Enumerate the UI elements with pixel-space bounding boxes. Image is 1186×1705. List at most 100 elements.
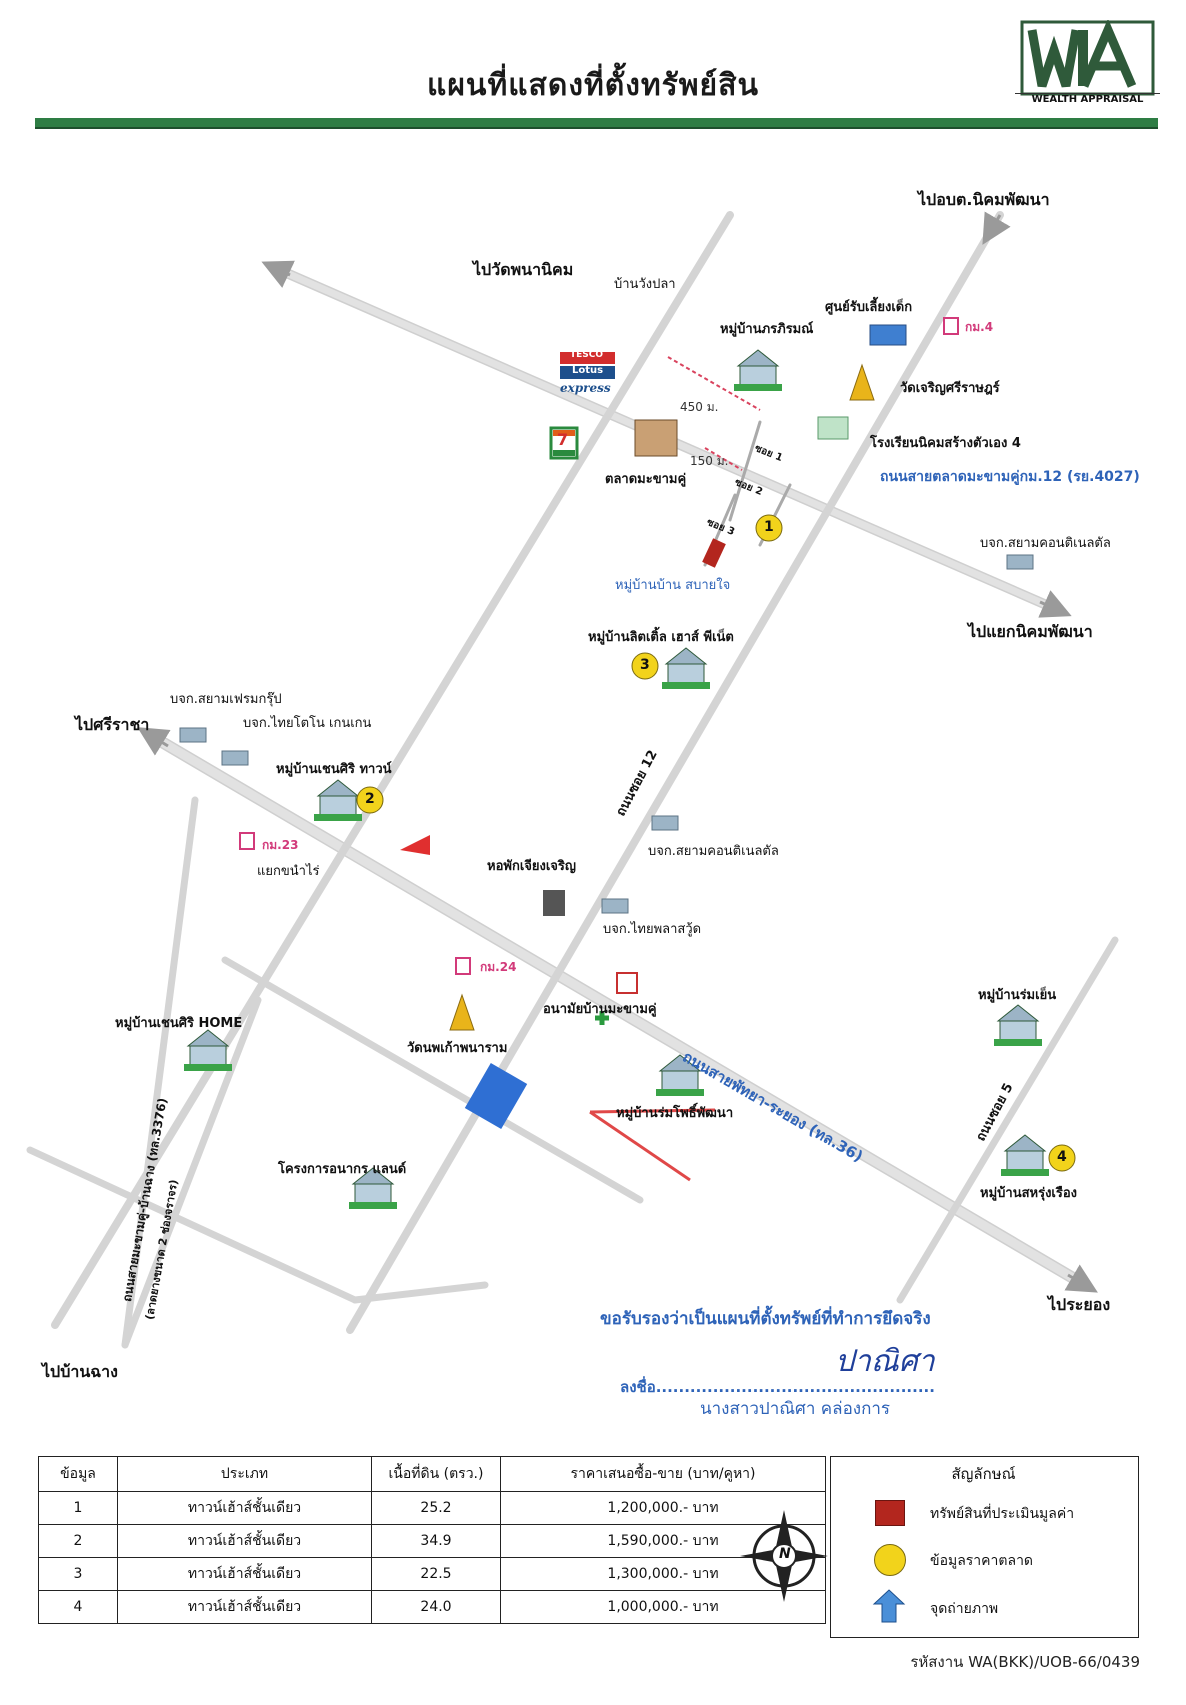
col-header: เนื้อที่ดิน (ตรว.): [371, 1456, 501, 1492]
page-title: แผนที่แสดงที่ตั้งทรัพย์สิน: [427, 68, 759, 103]
place-label: แยกขนำไร่: [257, 864, 320, 879]
km-label: กม.23: [262, 838, 299, 852]
legend-title: สัญลักษณ์: [951, 1465, 1016, 1483]
express-label: express: [560, 381, 611, 395]
distance-label: 450 ม.: [680, 400, 719, 414]
place-label: บ้านวังปลา: [614, 277, 676, 292]
cell: 1: [38, 1491, 118, 1525]
direction-label: ไปแยกนิคมพัฒนา: [968, 622, 1093, 641]
road-3376: [121, 796, 199, 1349]
title-divider: [35, 118, 1158, 129]
table-row: 1 ทาวน์เฮ้าส์ชั้นเดียว 25.2 1,200,000.- …: [38, 1491, 826, 1525]
cell: 2: [38, 1524, 118, 1558]
wealth-appraisal-logo: [1020, 20, 1155, 96]
seven-eleven-label: 7: [557, 430, 569, 449]
road-soi-5: [896, 936, 1119, 1304]
legend-label: ทรัพย์สินที่ประเมินมูลค่า: [930, 1506, 1075, 1522]
cell: ทาวน์เฮ้าส์ชั้นเดียว: [117, 1491, 372, 1525]
signer-name: นางสาวปาณิศา คล่องการ: [700, 1399, 891, 1419]
place-label: วัดเจริญศรีราษฎร์: [900, 381, 1000, 396]
village-house-icons: [184, 349, 1049, 1209]
honda-icon: [400, 835, 430, 855]
distance-label: 150 ม.: [690, 454, 729, 468]
place-label: โรงเรียนนิคมสร้างตัวเอง 4: [870, 436, 1021, 451]
place-label: บจก.สยามคอนติเนลตัล: [980, 536, 1111, 551]
place-label: บจก.ไทยโตโน เกนเกน: [243, 716, 372, 731]
market-icon: [634, 419, 678, 457]
distance-markers: [667, 356, 761, 471]
cell: ทาวน์เฮ้าส์ชั้นเดียว: [117, 1557, 372, 1591]
compass-letter: N: [779, 1546, 791, 1562]
village-boundary: [589, 1108, 716, 1182]
place-label: วัดนพเก้าพนาราม: [407, 1041, 508, 1056]
place-label: อนามัยบ้านมะขามคู่: [543, 1002, 657, 1017]
direction-label: ไปวัดพนานิคม: [473, 260, 574, 279]
road-ne-sw-1: [51, 211, 734, 1329]
market-data-table: ข้อมูล ประเภท เนื้อที่ดิน (ตรว.) ราคาเสน…: [38, 1456, 826, 1624]
legend-swatch-property: [875, 1500, 905, 1526]
place-label: บจก.สยามคอนติเนลตัล: [648, 844, 779, 859]
job-code: รหัสงาน WA(BKK)/UOB-66/0439: [910, 1653, 1140, 1671]
subject-property: [702, 538, 726, 568]
place-label: หมู่บ้านร่มโพธิ์พัฒนา: [616, 1106, 734, 1121]
marker-3: 3: [640, 657, 650, 673]
place-label: หมู่บ้านเชนศิริ HOME: [115, 1016, 243, 1031]
hospital-icon: [616, 972, 638, 994]
place-label: บจก.ไทยพลาสวู้ด: [603, 922, 702, 937]
place-label: ตลาดมะขามคู่: [605, 472, 687, 487]
place-label: ศูนย์รับเลี้ยงเด็ก: [825, 300, 913, 315]
location-map: [26, 211, 1119, 1349]
cell: ทาวน์เฮ้าส์ชั้นเดียว: [117, 1524, 372, 1558]
cell: 22.5: [371, 1557, 501, 1591]
cell: 24.0: [371, 1590, 501, 1624]
col-header: ประเภท: [117, 1456, 372, 1492]
blue-plot: [464, 1062, 528, 1130]
place-label: หอพักเจียงเจริญ: [487, 859, 576, 874]
direction-arrows: [137, 211, 1098, 1293]
place-label: หมู่บ้านภรภิรมณ์: [720, 322, 814, 337]
legend-swatch-market: [874, 1544, 906, 1576]
table-row: 2 ทาวน์เฮ้าส์ชั้นเดียว 34.9 1,590,000.- …: [38, 1524, 826, 1558]
signature: ปาณิศา: [835, 1344, 935, 1379]
sign-line: ลงชื่อ..................................…: [620, 1378, 935, 1396]
legend-label: จุดถ่ายภาพ: [930, 1601, 999, 1617]
school-icon: [817, 416, 849, 440]
cell: ทาวน์เฮ้าส์ชั้นเดียว: [117, 1590, 372, 1624]
legend-box: [830, 1456, 1139, 1638]
certification-statement: ขอรับรองว่าเป็นแผนที่ตั้งทรัพย์ที่ทำการย…: [600, 1309, 931, 1329]
factory-icon: [179, 554, 1034, 914]
direction-label: ไประยอง: [1048, 1295, 1111, 1314]
cell: 1,300,000.- บาท: [500, 1557, 826, 1591]
table-row: 3 ทาวน์เฮ้าส์ชั้นเดียว 22.5 1,300,000.- …: [38, 1557, 826, 1591]
seven-eleven-icon: [549, 426, 579, 460]
health-cross-icon: [595, 1011, 609, 1025]
km-post-icon: [239, 317, 959, 975]
direction-label: ไปอบต.นิคมพัฒนา: [918, 190, 1050, 209]
photo-point-icon: [872, 1589, 906, 1623]
legend-label: ข้อมูลราคาตลาด: [930, 1553, 1034, 1569]
col-header: ข้อมูล: [38, 1456, 118, 1492]
col-header: ราคาเสนอซื้อ-ขาย (บาท/คูหา): [500, 1456, 826, 1492]
tesco-label: TESCO: [570, 350, 604, 360]
temple-icon: [449, 363, 875, 1031]
market-data-markers: [356, 514, 1076, 1172]
cell: 3: [38, 1557, 118, 1591]
logo-text: WEALTH APPRAISAL: [1015, 93, 1160, 105]
place-label: หมู่บ้านสหรุ่งเรือง: [980, 1186, 1077, 1201]
cell: 25.2: [371, 1491, 501, 1525]
lotus-label: Lotus: [572, 365, 604, 376]
cell: 1,000,000.- บาท: [500, 1590, 826, 1624]
childcare-icon: [869, 324, 907, 346]
place-label: หมู่บ้านร่มเย็น: [978, 988, 1057, 1003]
marker-4: 4: [1057, 1149, 1067, 1165]
cell: 1,200,000.- บาท: [500, 1491, 826, 1525]
table-header-row: ข้อมูล ประเภท เนื้อที่ดิน (ตรว.) ราคาเสน…: [38, 1456, 826, 1492]
km-label: กม.24: [480, 960, 517, 974]
direction-label: ไปศรีราชา: [75, 715, 150, 734]
place-label: หมู่บ้านบ้าน สบายใจ: [615, 578, 731, 593]
place-label: บจก.สยามเฟรมกรุ๊ป: [170, 692, 282, 707]
cell: 4: [38, 1590, 118, 1624]
place-label: หมู่บ้านเชนศิริ ทาวน์: [276, 762, 392, 777]
km-label: กม.4: [965, 320, 994, 334]
place-label: หมู่บ้านลิตเติ้ล เฮาส์ พีเน็ต: [588, 630, 734, 645]
